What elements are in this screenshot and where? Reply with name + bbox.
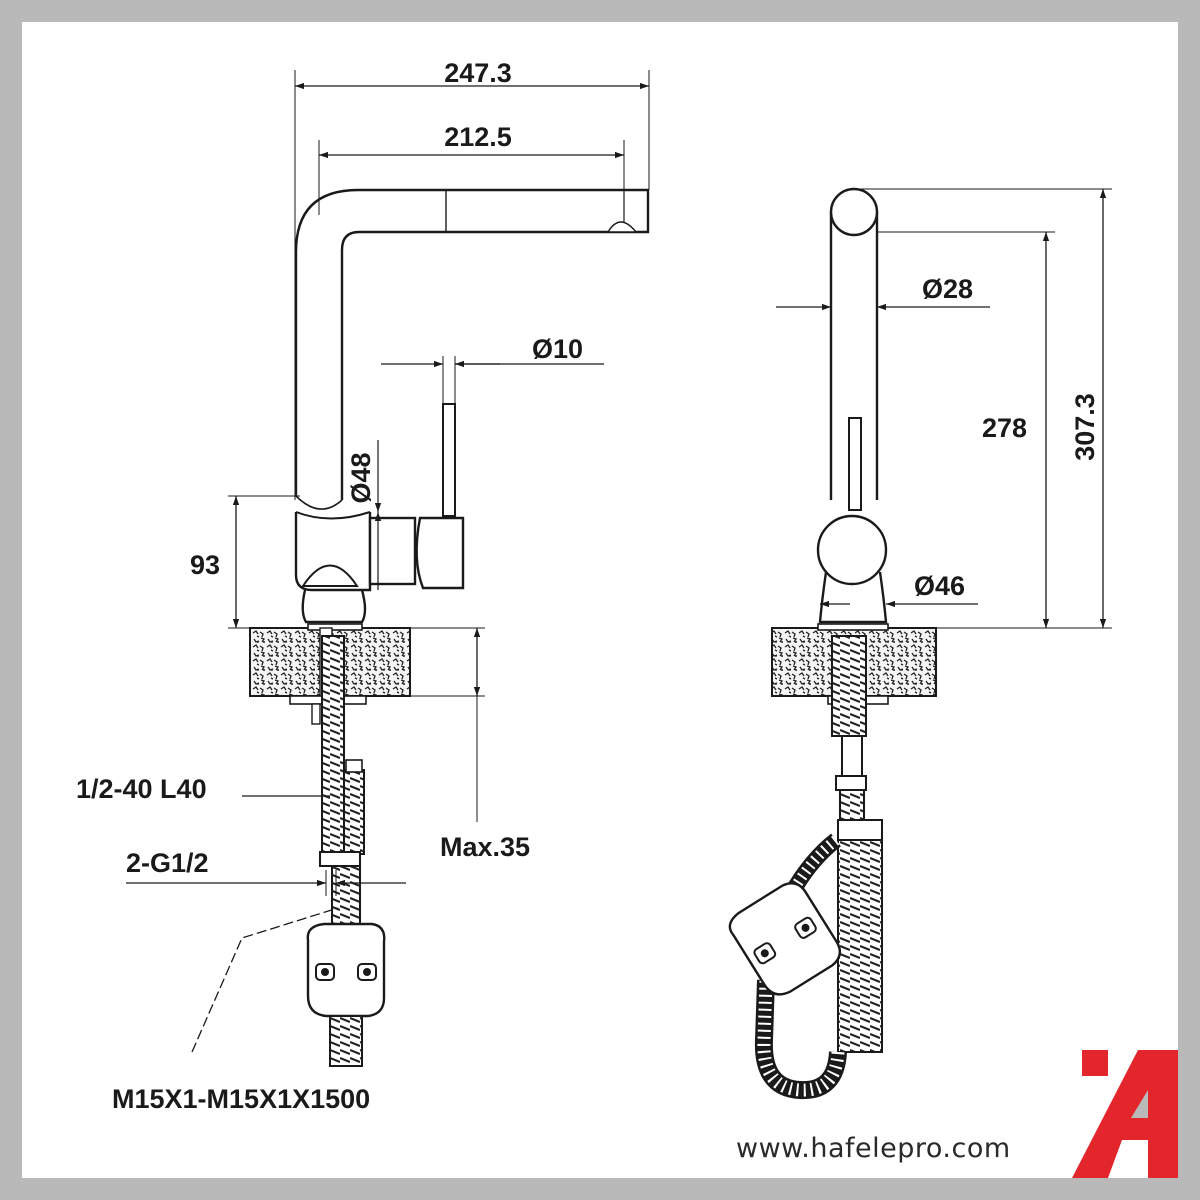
label-spout-diameter: Ø28 bbox=[922, 274, 973, 304]
hose-right bbox=[728, 635, 883, 1100]
dim-spout-width: 212.5 bbox=[318, 122, 625, 215]
front-spout bbox=[816, 187, 888, 624]
dim-overall-height: 307.3 bbox=[854, 188, 1112, 629]
leader-thread-2: 2-G1/2 bbox=[126, 848, 406, 896]
label-overall-height: 307.3 bbox=[1070, 393, 1100, 461]
label-max-thickness: Max.35 bbox=[440, 832, 530, 862]
label-spout-width: 212.5 bbox=[444, 122, 512, 152]
dim-base-diameter: Ø46 bbox=[820, 571, 978, 608]
label-thread-1: 1/2-40 L40 bbox=[76, 774, 207, 804]
hose-left bbox=[306, 635, 386, 1067]
label-base-height: 93 bbox=[190, 550, 220, 580]
leader-hose-spec: M15X1-M15X1X1500 bbox=[112, 907, 370, 1114]
leader-thread-1: 1/2-40 L40 bbox=[76, 774, 330, 804]
dim-max-thickness: Max.35 bbox=[410, 627, 530, 862]
spout bbox=[294, 188, 650, 510]
label-thread-2: 2-G1/2 bbox=[126, 848, 209, 878]
brand-footer: www.hafelepro.com bbox=[736, 1050, 1178, 1178]
hafele-a-logo-icon bbox=[1072, 1050, 1178, 1178]
dim-overall-width: 247.3 bbox=[294, 58, 650, 500]
dim-handle-diameter: Ø10 bbox=[381, 334, 604, 404]
dim-spout-height: 278 bbox=[877, 231, 1055, 628]
side-view-left: 247.3 212.5 bbox=[76, 58, 650, 1114]
dim-base-height: 93 bbox=[190, 495, 300, 629]
label-base-diameter: Ø46 bbox=[914, 571, 965, 601]
label-hose-spec: M15X1-M15X1X1500 bbox=[112, 1084, 370, 1114]
side-view-right: Ø28 Ø46 278 307.3 bbox=[728, 187, 1112, 1100]
label-spout-height: 278 bbox=[982, 413, 1027, 443]
faucet-body bbox=[294, 403, 465, 624]
dim-spout-diameter: Ø28 bbox=[776, 274, 990, 311]
label-overall-width: 247.3 bbox=[444, 58, 512, 88]
drawing-frame bbox=[22, 22, 1178, 1178]
dim-body-diameter: Ø48 bbox=[346, 440, 382, 590]
website-url: www.hafelepro.com bbox=[736, 1133, 1011, 1164]
label-handle-diameter: Ø10 bbox=[532, 334, 583, 364]
label-body-diameter: Ø48 bbox=[346, 452, 376, 503]
